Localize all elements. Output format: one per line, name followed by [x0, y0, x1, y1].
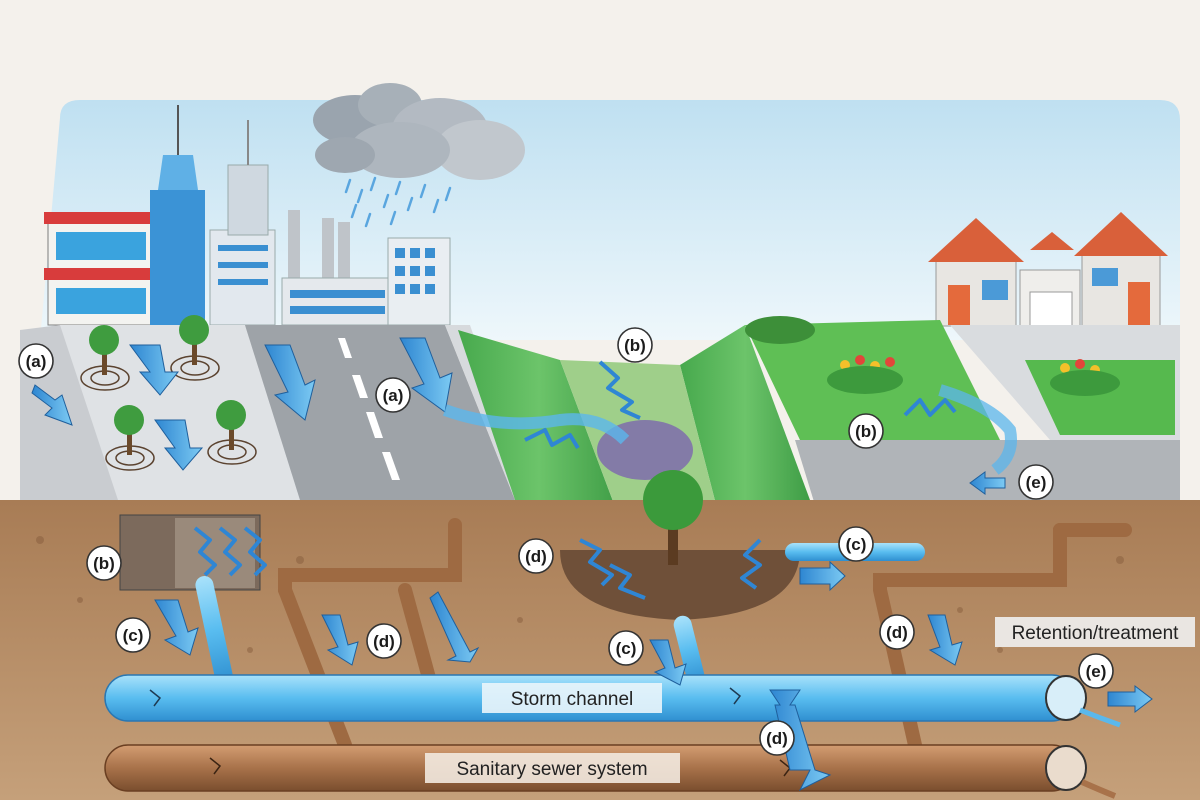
label-a-left: (a) — [18, 343, 54, 379]
perforated-pipe-left — [195, 576, 233, 684]
label-d-right: (d) — [879, 614, 915, 650]
label-c-pipe-right: (c) — [838, 526, 874, 562]
svg-text:(d): (d) — [766, 729, 788, 748]
storm-channel-caption: Storm channel — [482, 683, 662, 713]
svg-text:(d): (d) — [886, 623, 908, 642]
infiltration-basin — [560, 550, 800, 620]
infiltration-zigzags — [193, 360, 957, 600]
city-buildings — [44, 105, 451, 326]
label-b-trench: (b) — [86, 545, 122, 581]
svg-text:Sanitary sewer system: Sanitary sewer system — [456, 759, 647, 780]
label-e-outfall: (e) — [1078, 653, 1114, 689]
svg-text:(b): (b) — [855, 422, 877, 441]
svg-text:(a): (a) — [26, 352, 47, 371]
perforated-pipe-center — [673, 615, 705, 685]
label-d-basin: (d) — [518, 538, 554, 574]
label-b-swale: (b) — [617, 327, 653, 363]
flowers — [827, 355, 1120, 396]
svg-text:(c): (c) — [846, 535, 867, 554]
swale-flow — [442, 404, 630, 445]
label-e-street: (e) — [1018, 464, 1054, 500]
rain-drops — [344, 176, 452, 228]
label-a-road: (a) — [375, 377, 411, 413]
runoff-arrows — [31, 337, 1153, 792]
svg-text:Storm channel: Storm channel — [511, 689, 634, 710]
svg-text:(a): (a) — [383, 386, 404, 405]
garden-flow — [938, 384, 1017, 475]
svg-text:(c): (c) — [123, 626, 144, 645]
svg-text:(d): (d) — [373, 632, 395, 651]
label-d-left: (d) — [366, 623, 402, 659]
svg-text:(e): (e) — [1086, 662, 1107, 681]
svg-text:Retention/treatment: Retention/treatment — [1012, 623, 1180, 644]
streetscape — [20, 315, 530, 500]
label-d-exchange: (d) — [759, 720, 795, 756]
basin-tree — [643, 470, 703, 565]
street-trees — [89, 315, 246, 455]
retention-caption: Retention/treatment — [995, 617, 1195, 647]
label-b-garden: (b) — [848, 413, 884, 449]
label-c-left: (c) — [115, 617, 151, 653]
svg-text:(d): (d) — [525, 547, 547, 566]
svg-text:(b): (b) — [624, 336, 646, 355]
svg-text:(e): (e) — [1026, 473, 1047, 492]
label-c-center: (c) — [608, 630, 644, 666]
svg-text:(b): (b) — [93, 554, 115, 573]
sanitary-sewer-caption: Sanitary sewer system — [425, 753, 680, 783]
houses — [928, 212, 1168, 327]
svg-text:(c): (c) — [616, 639, 637, 658]
rain-cloud — [313, 83, 525, 180]
